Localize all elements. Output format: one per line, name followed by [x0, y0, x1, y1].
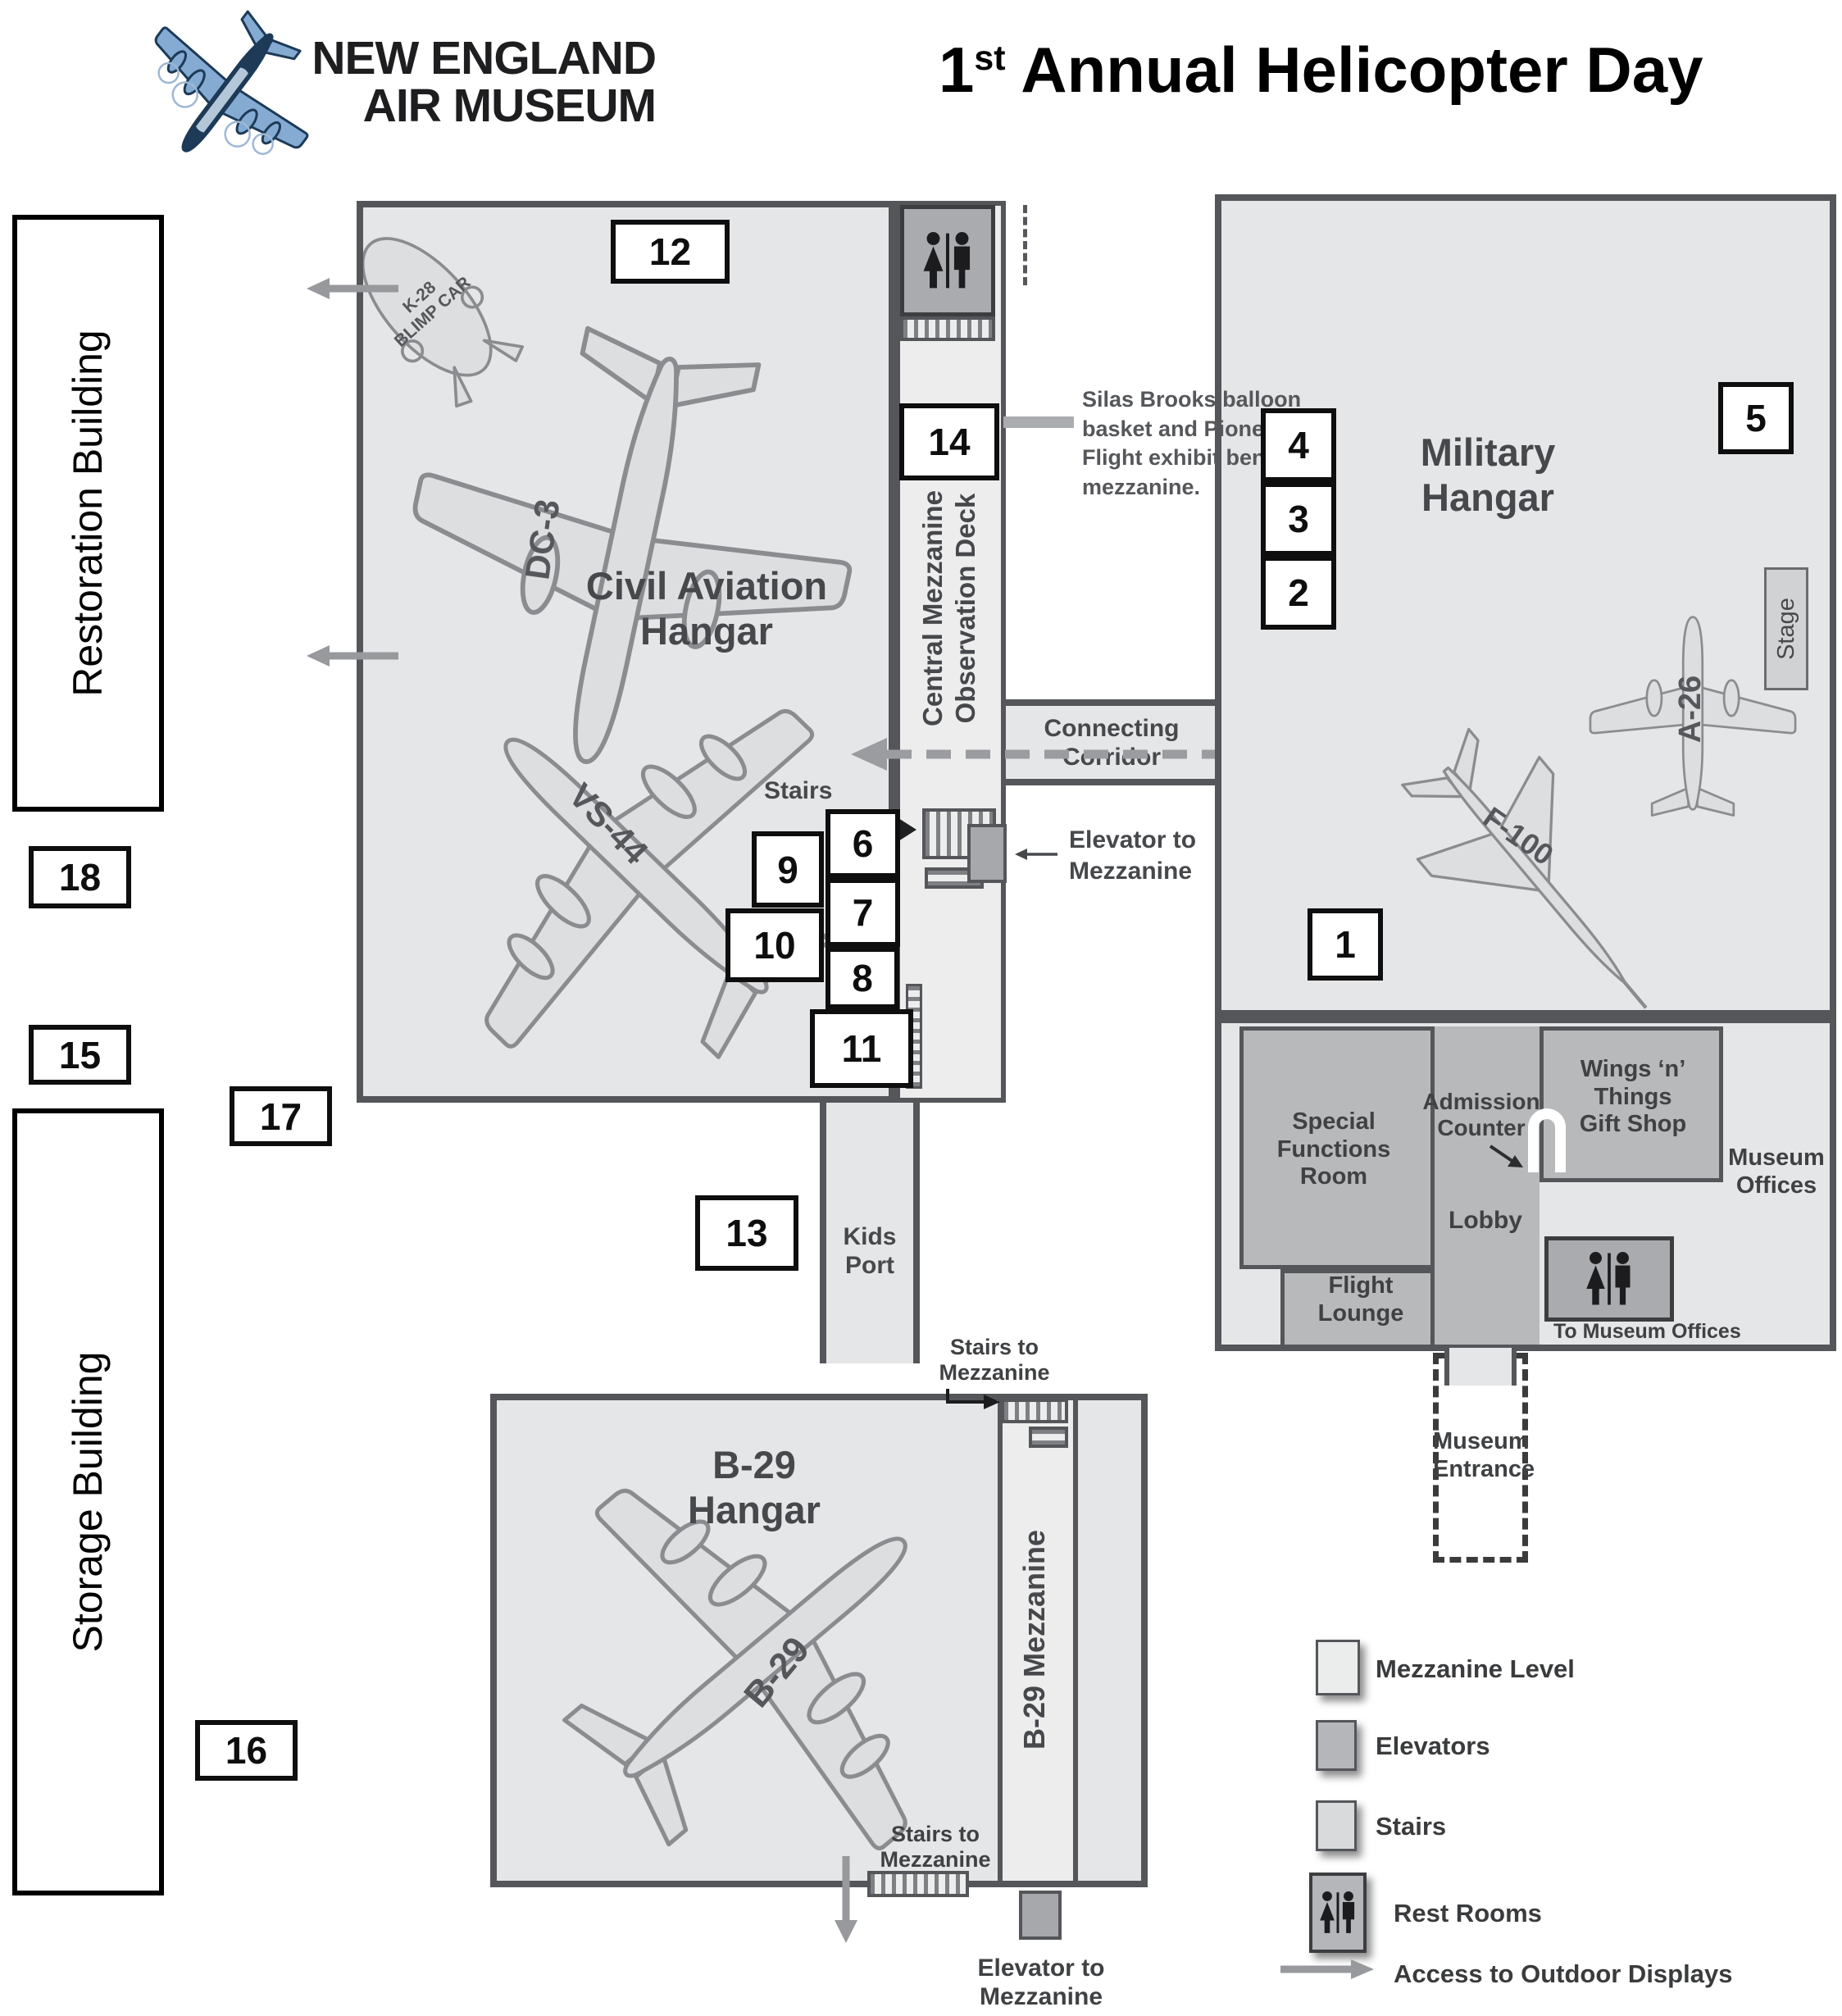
central-mezzanine-label: Central Mezzanine Observation Deck [917, 490, 980, 726]
elevator-upper [967, 824, 1007, 883]
b29-plane-silhouette [497, 1400, 1094, 1881]
to-museum-offices-label: To Museum Offices [1553, 1320, 1741, 1343]
restroom-icon [1317, 1887, 1359, 1938]
admission-counter-label: Admission Counter [1422, 1089, 1540, 1141]
station-box-7: 7 [825, 878, 900, 947]
kids-port-label: Kids Port [843, 1223, 897, 1279]
gift-shop-area [1540, 1026, 1723, 1182]
b29-top-stairs [1001, 1399, 1068, 1423]
lobby-label: Lobby [1449, 1207, 1522, 1234]
station-box-13: 13 [695, 1195, 798, 1271]
f100-plane-silhouette [1332, 664, 1734, 1010]
legend-restrooms-label: Rest Rooms [1394, 1899, 1542, 1927]
station-box-18: 18 [29, 846, 131, 908]
elevator-lower [1019, 1891, 1062, 1940]
elevator-arrow [1010, 844, 1062, 864]
b29-exit-arrow [830, 1851, 862, 1950]
b29-hangar-label: B-29 Hangar [688, 1443, 821, 1531]
station-box-15: 15 [29, 1025, 131, 1085]
storage-building-label: Storage Building [65, 1351, 111, 1653]
b29-top-stairs-run [1029, 1427, 1068, 1448]
b29-mezzanine-strip [998, 1400, 1073, 1881]
b29-mezzanine-wall [1073, 1400, 1078, 1881]
stairs-to-mezzanine-lower-label: Stairs to Mezzanine [880, 1822, 991, 1873]
flight-lounge-area [1280, 1269, 1435, 1345]
admission-counter-arrow [1485, 1140, 1528, 1174]
station-box-3: 3 [1261, 482, 1336, 556]
legend-mezzanine-swatch [1316, 1640, 1360, 1695]
legend-elevators-swatch [1316, 1720, 1357, 1771]
vs44-plane-silhouette [363, 547, 889, 1096]
elevator-lower-label: Elevator to Mezzanine [977, 1955, 1105, 2010]
restrooms-lobby [1544, 1236, 1674, 1322]
station-box-16: 16 [195, 1720, 298, 1781]
stairs-partial-label: Stairs [764, 777, 833, 804]
gift-shop-label: Wings ‘n’ Things Gift Shop [1579, 1056, 1687, 1138]
silas-callout-line [1003, 416, 1074, 428]
stage [1764, 567, 1808, 690]
military-hangar-label: Military Hangar [1420, 430, 1556, 519]
outdoor-access-arrow-lower [302, 643, 400, 669]
station-box-14: 14 [899, 403, 999, 480]
legend-restrooms-swatch [1309, 1873, 1367, 1953]
legend-outdoor-label: Access to Outdoor Displays [1394, 1959, 1733, 1988]
outdoor-access-dashed-arrow [844, 731, 1221, 777]
a26-plane-silhouette [1574, 521, 1812, 914]
stairs-below-restrooms [900, 316, 995, 341]
station-box-6: 6 [825, 809, 900, 878]
museum-entrance-stub [1444, 1348, 1517, 1386]
station-box-4: 4 [1261, 408, 1336, 482]
station-box-8: 8 [825, 947, 899, 1009]
museum-logo-wordmark: NEW ENGLAND AIR MUSEUM [287, 32, 657, 133]
flight-lounge-label: Flight Lounge [1317, 1272, 1404, 1327]
admission-counter-shape [1528, 1108, 1566, 1172]
restoration-building [12, 215, 164, 812]
legend-outdoor-arrow [1276, 1956, 1379, 1982]
station-box-2: 2 [1261, 556, 1336, 630]
connecting-corridor [1006, 699, 1215, 785]
legend-mezzanine-label: Mezzanine Level [1376, 1654, 1575, 1683]
station-box-9: 9 [752, 831, 824, 908]
legend-stairs-swatch [1316, 1800, 1357, 1851]
station-box-5: 5 [1718, 382, 1794, 454]
k28-blimp-silhouette [363, 207, 562, 447]
kids-port-corridor [820, 1103, 920, 1363]
a26-label: A-26 [1672, 675, 1708, 744]
elevator-upper-label: Elevator to Mezzanine [1069, 826, 1197, 885]
special-functions-room-label: Special Functions Room [1276, 1108, 1391, 1190]
museum-offices-label: Museum Offices [1728, 1145, 1825, 1199]
station-box-17: 17 [230, 1086, 332, 1146]
station-box-11: 11 [810, 1009, 913, 1088]
storage-building [12, 1108, 164, 1895]
stage-label: Stage [1772, 598, 1799, 660]
station-box-1: 1 [1308, 908, 1383, 981]
restrooms-upper [900, 205, 995, 316]
museum-logo-plane [45, 4, 430, 176]
outdoor-access-arrow-upper [302, 275, 400, 302]
restroom-icon [919, 226, 976, 295]
legend-elevators-label: Elevators [1376, 1732, 1490, 1760]
restroom-icon [1582, 1247, 1636, 1311]
central-mezzanine-strip [895, 201, 1006, 1103]
dc3-plane-silhouette [363, 218, 889, 885]
logo-line2: AIR MUSEUM [362, 80, 657, 133]
restoration-building-label: Restoration Building [65, 330, 111, 697]
station-box-10: 10 [725, 908, 824, 982]
civil-hangar-label: Civil Aviation Hangar [585, 564, 828, 653]
b29-mezzanine-label: B-29 Mezzanine [1017, 1529, 1051, 1750]
stairs-upper-pointer [939, 1387, 1005, 1413]
mezzanine-dashed-edge [1023, 205, 1027, 285]
station-box-12: 12 [611, 220, 730, 284]
b29-bottom-stairs [867, 1871, 969, 1897]
stairs-pointer-triangle [898, 818, 916, 841]
lobby-area [1435, 1026, 1540, 1345]
page-title: 1st Annual Helicopter Day [939, 34, 1703, 106]
stairs-to-mezzanine-upper-label: Stairs to Mezzanine [939, 1335, 1050, 1386]
legend-stairs-label: Stairs [1376, 1812, 1447, 1841]
b29-hangar [490, 1394, 1148, 1887]
special-functions-room [1239, 1026, 1435, 1269]
museum-entrance-label: Museum Entrance [1433, 1428, 1535, 1482]
logo-line1: NEW ENGLAND [312, 32, 657, 84]
